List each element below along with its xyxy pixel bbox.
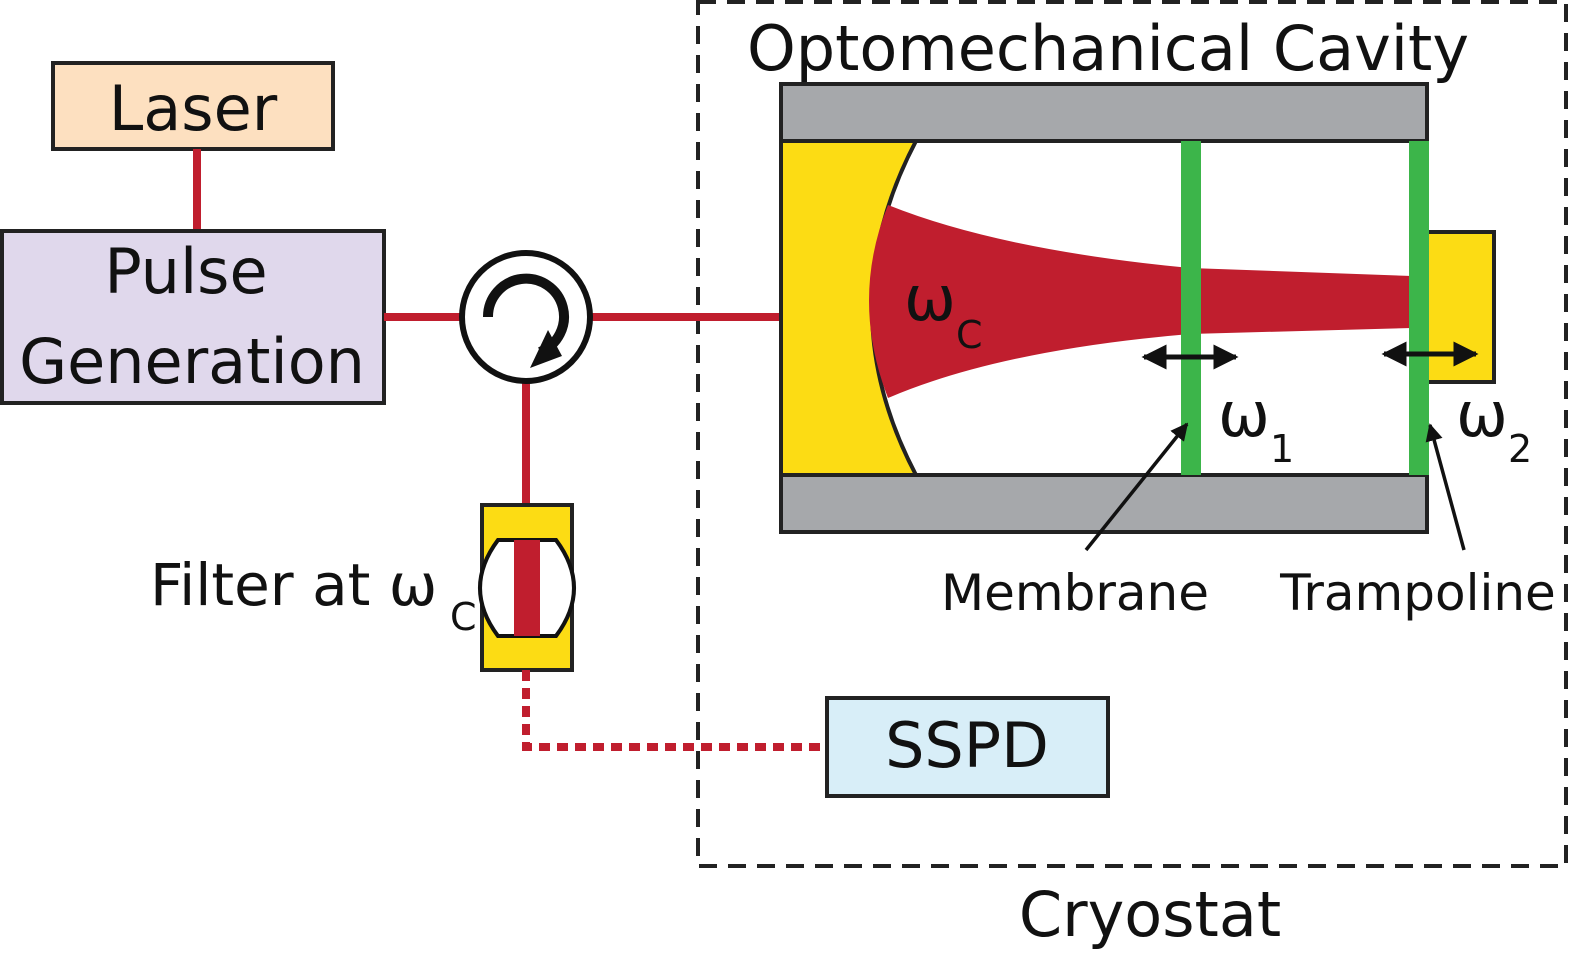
trampoline-label: Trampoline: [1279, 564, 1556, 622]
filter-label: Filter at ω: [150, 551, 437, 619]
omega-1-label: ω: [1218, 378, 1270, 451]
membrane-resonator: [1181, 141, 1201, 475]
laser-label: Laser: [109, 72, 278, 145]
pulse-generation-label-line2: Generation: [19, 325, 365, 398]
cavity-title: Optomechanical Cavity: [747, 12, 1469, 85]
cryostat-label: Cryostat: [1019, 878, 1281, 951]
cavity-bottom-wall: [779, 473, 1429, 534]
membrane-label: Membrane: [941, 564, 1209, 622]
filter-label-subscript: C: [450, 595, 477, 639]
sspd-box: [825, 696, 1110, 798]
pulse-generation-label-line1: Pulse: [104, 235, 267, 308]
circulator-arrow-icon: [482, 273, 569, 357]
filter-beam: [514, 540, 540, 636]
cavity-top-wall: [779, 82, 1429, 143]
omega-c-subscript: C: [956, 313, 983, 357]
fiber-filter-sspd: [522, 670, 827, 751]
trampoline-mirror: [1425, 230, 1496, 384]
omega-2-label: ω: [1456, 378, 1508, 451]
pulse-generation-box: [0, 229, 386, 405]
membrane-pointer-arrow-icon: [1084, 422, 1189, 552]
trampoline-pointer-arrow-icon: [1425, 423, 1466, 551]
omega-2-subscript: 2: [1508, 427, 1532, 471]
omega-1-subscript: 1: [1270, 427, 1294, 471]
trampoline-resonator: [1409, 141, 1429, 475]
sspd-label: SSPD: [885, 709, 1049, 782]
circulator-arrowhead-icon: [530, 330, 562, 368]
omega-c-label: ω: [904, 262, 956, 335]
cavity-beam: [869, 205, 1412, 398]
cryostat-boundary: [696, 0, 1568, 868]
circulator: [459, 250, 593, 384]
